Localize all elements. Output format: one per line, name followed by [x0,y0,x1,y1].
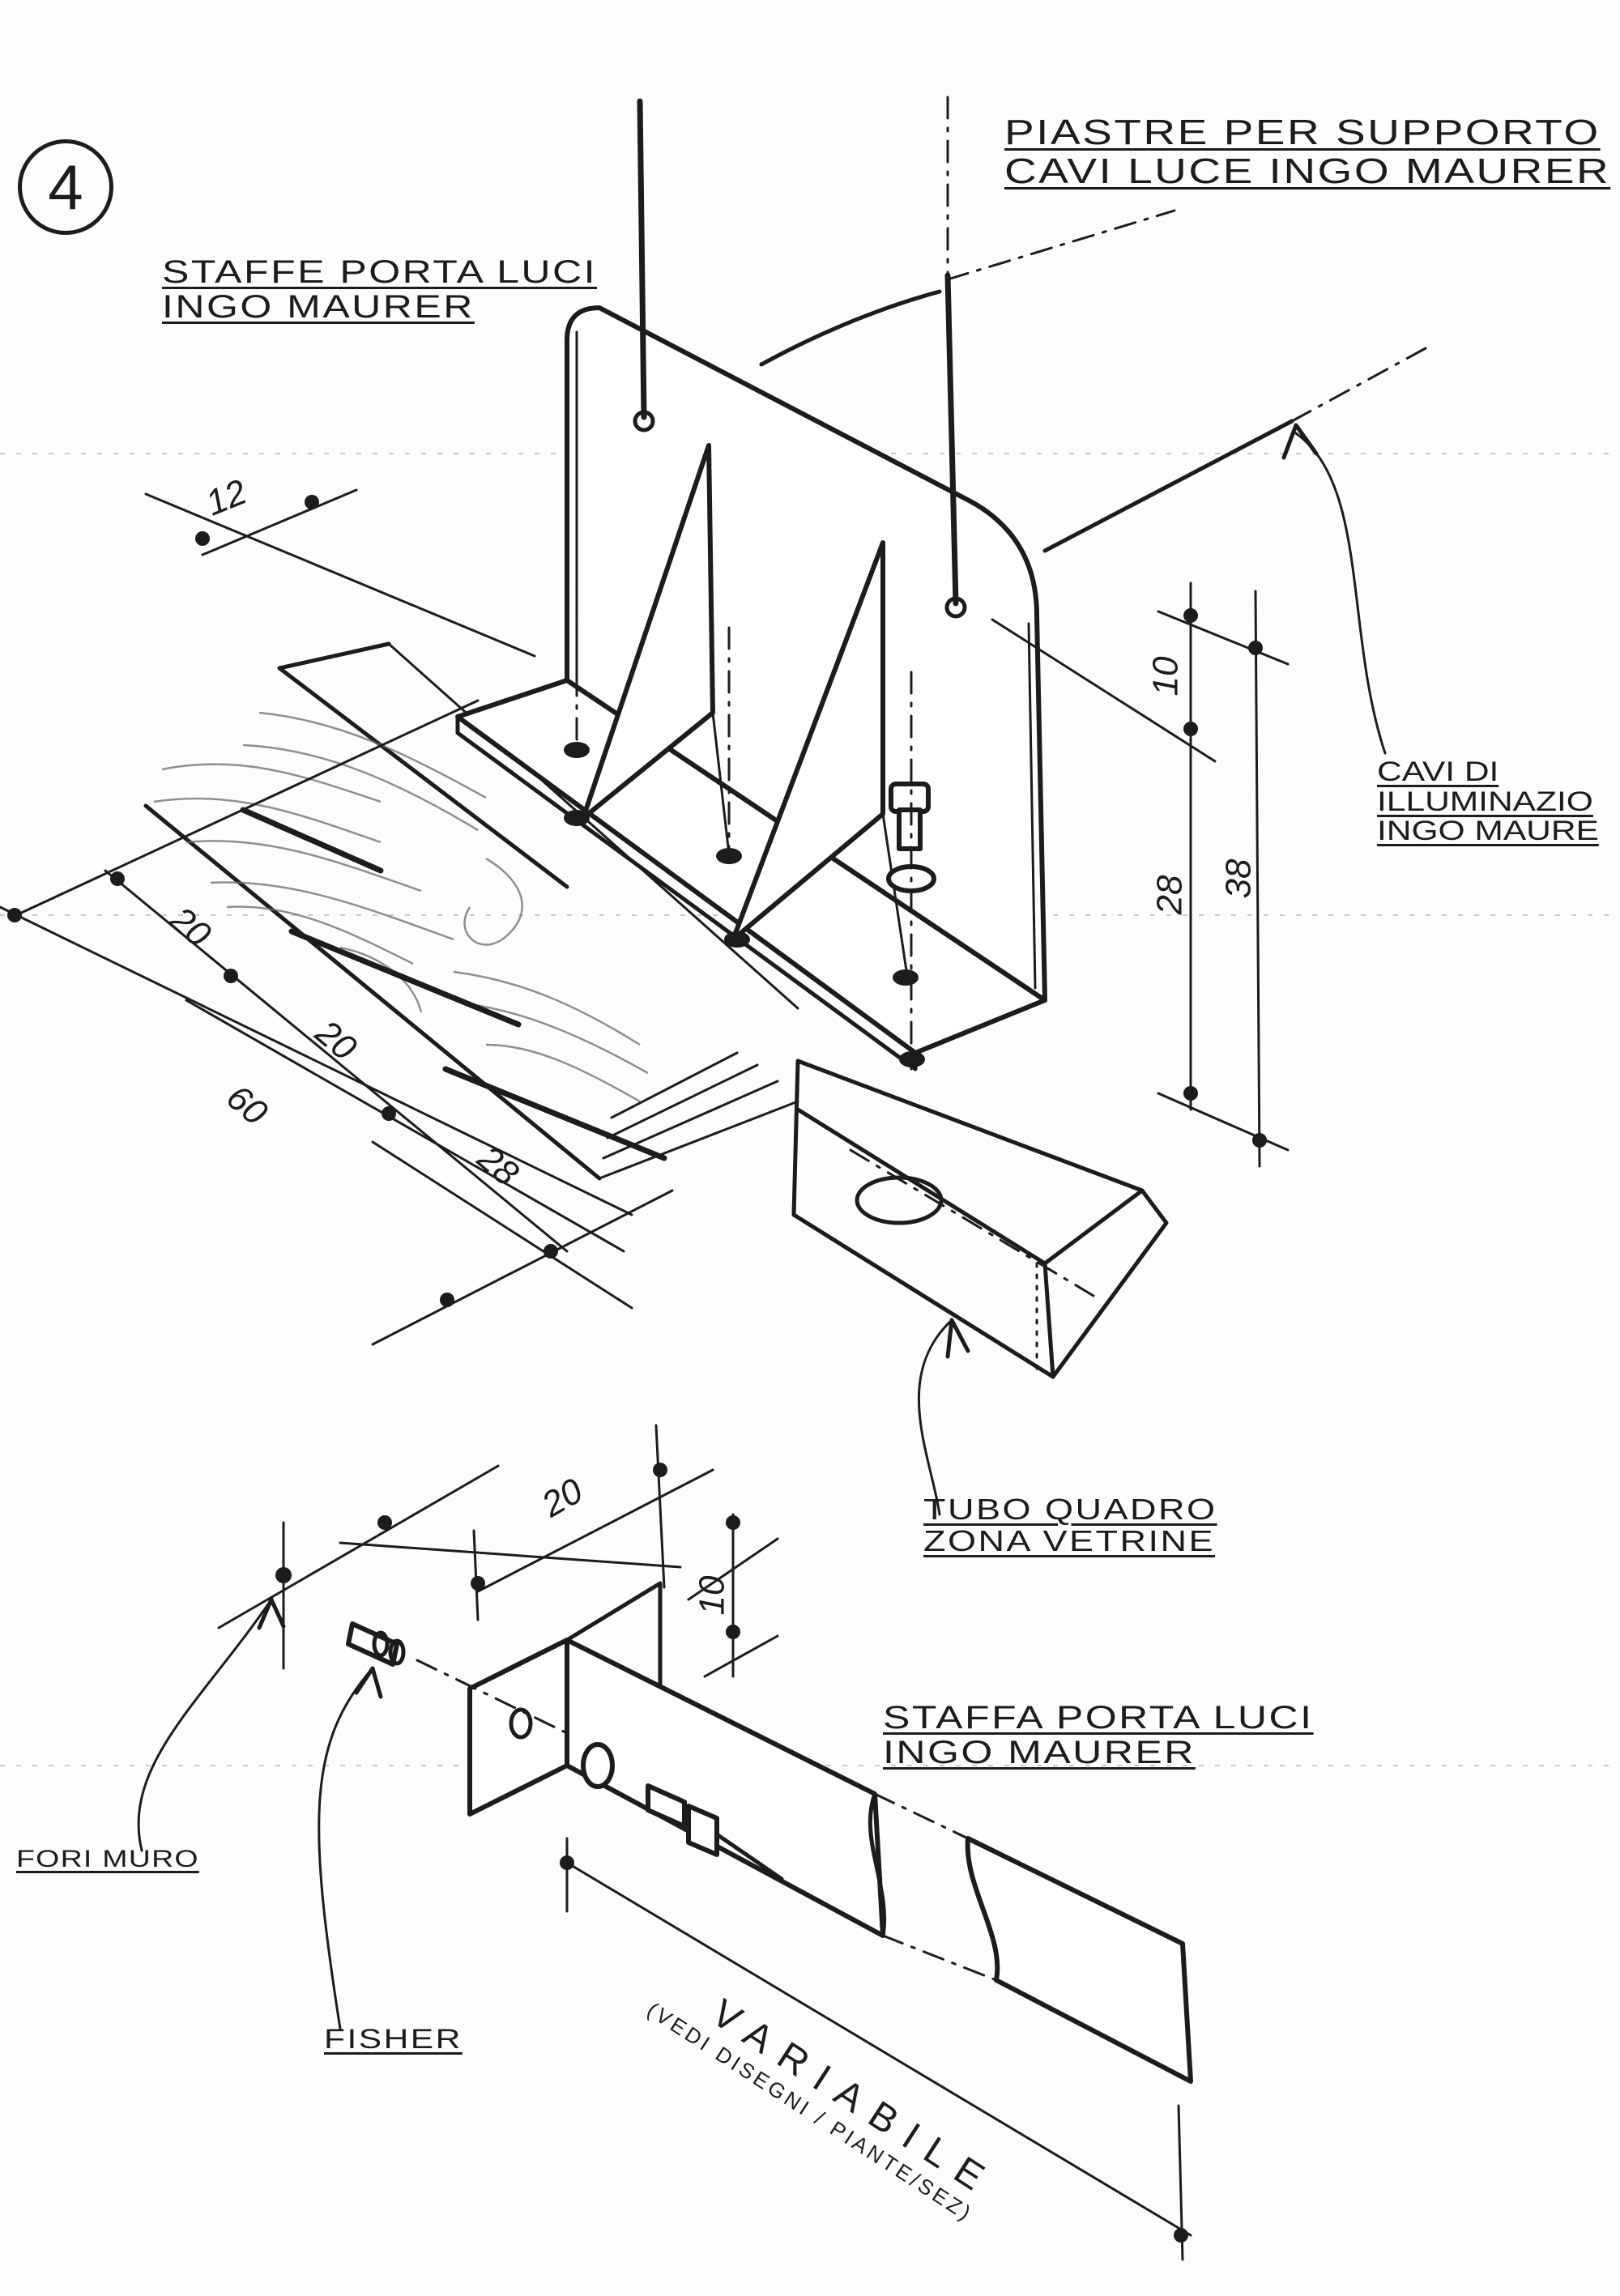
dim-28-vertical: 28 [1149,875,1190,915]
plates-label: PIASTRE PER SUPPORTO CAVI LUCE INGO MAUR… [1004,113,1610,190]
detail-number-text: 4 [48,151,83,223]
dim-10-vertical: 10 [1145,656,1186,696]
cables-label-line1: CAVI DI [1377,756,1499,787]
plates-label-line1: PIASTRE PER SUPPORTO [1004,113,1601,152]
bolt [575,586,936,1071]
dim-10-lower: 10 [692,1575,732,1616]
tube-label-line2: ZONA VETRINE [923,1523,1216,1557]
bracket-bottom-label-line2: INGO MAURER [883,1735,1196,1771]
tube-label: TUBO QUADRO ZONA VETRINE [923,1493,1217,1557]
cables-label-line3: INGO MAURE [1377,816,1599,847]
wooden-beam [143,641,799,1181]
cables-label: CAVI DI ILLUMINAZIO INGO MAURE [1377,757,1599,846]
upper-dimensions [0,488,1290,1346]
plates-label-line2: CAVI LUCE INGO MAURER [1004,151,1611,191]
lower-leaders [137,1597,383,2030]
lower-dimensions [217,1424,779,1678]
brackets-top-label: STAFFE PORTA LUCI INGO MAURER [162,254,598,326]
fisher-label: FISHER [324,2025,463,2055]
brackets-top-label-line2: INGO MAURER [162,289,475,326]
leader-lines [917,423,1387,1516]
detail-number-badge: 4 [18,139,113,235]
fisher-text: FISHER [324,2024,463,2055]
bracket-bottom-label-line1: STAFFA PORTA LUCI [883,1700,1314,1736]
wall-holes-label: FORI MURO [16,1846,199,1872]
cables-label-line2: ILLUMINAZIO [1377,786,1593,817]
dim-38: 38 [1218,858,1259,899]
bracket-bottom-label: STAFFA PORTA LUCI INGO MAURER [883,1700,1314,1771]
brackets-top-label-line1: STAFFE PORTA LUCI [162,254,598,290]
stiffener-ribs [581,443,909,978]
vertical-plate [565,305,1047,1003]
hanging-rods [633,96,1427,619]
square-tube [791,1059,1169,1379]
tube-label-line1: TUBO QUADRO [923,1493,1217,1526]
wall-bracket [346,1581,1193,2261]
wall-holes-text: FORI MURO [16,1846,199,1872]
